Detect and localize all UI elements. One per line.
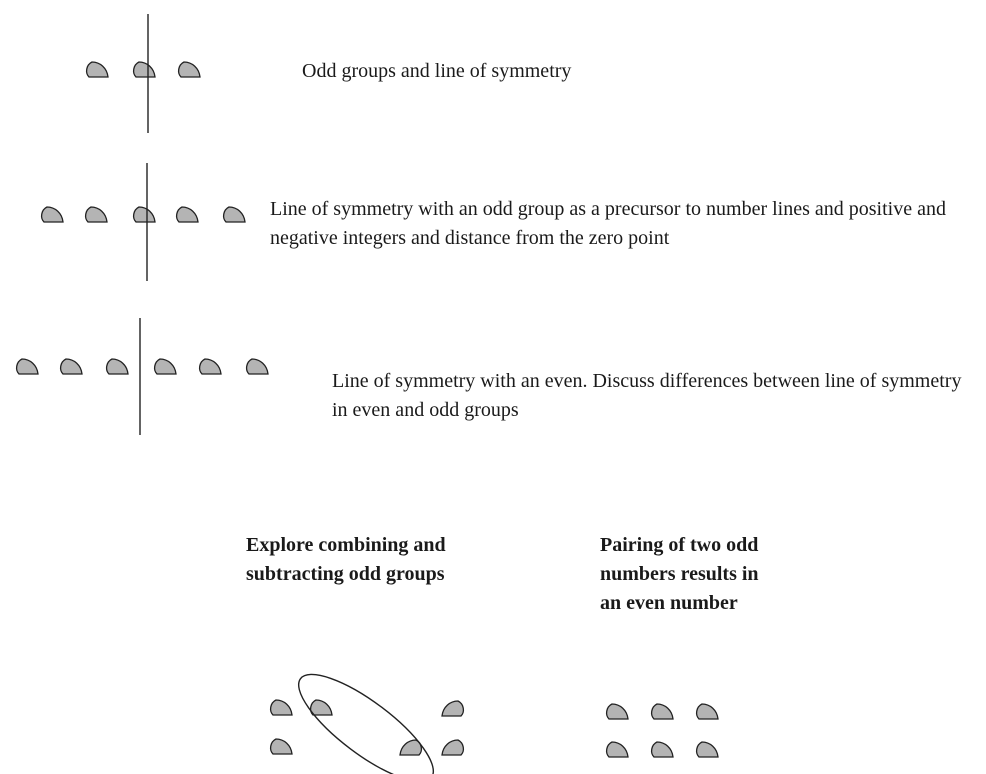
counter-shape: [153, 358, 177, 375]
counter-shape: [269, 699, 293, 716]
counter-shape: [84, 206, 108, 223]
caption-odd-groups: Odd groups and line of symmetry: [302, 60, 572, 82]
counter-shape: [59, 358, 83, 375]
counter-shape: [40, 206, 64, 223]
pairing-group: [605, 703, 719, 758]
caption-odd-precursor: Line of symmetry with an odd group as a …: [270, 198, 946, 249]
counter-shape: [175, 206, 199, 223]
counter-shape: [309, 699, 333, 716]
counter-shape: [650, 741, 674, 758]
counter-shape: [177, 61, 201, 78]
odd-group-3: [85, 61, 201, 78]
counter-shape: [399, 739, 423, 756]
pairing-heading: Pairing of two odd numbers results in an…: [600, 534, 759, 614]
grouping-ellipse: [297, 673, 435, 774]
counter-shape: [695, 703, 719, 720]
counter-shape: [650, 703, 674, 720]
counter-shape: [222, 206, 246, 223]
counter-shape: [245, 358, 269, 375]
counter-shape: [441, 739, 465, 756]
counter-shape: [605, 703, 629, 720]
counter-shape: [132, 61, 156, 78]
combine-heading: Explore combining and subtracting odd gr…: [246, 534, 446, 585]
odd-group-5: [40, 206, 246, 223]
caption-even-group: Line of symmetry with an even. Discuss d…: [332, 370, 962, 421]
counter-shape: [198, 358, 222, 375]
counter-shape: [105, 358, 129, 375]
counter-shape: [605, 741, 629, 758]
counter-shape: [441, 700, 465, 717]
counter-shape: [695, 741, 719, 758]
counter-shape: [132, 206, 156, 223]
even-group-6: [15, 358, 269, 375]
counter-shape: [15, 358, 39, 375]
counter-shape: [269, 738, 293, 755]
combine-group: [269, 673, 465, 774]
counter-shape: [85, 61, 109, 78]
